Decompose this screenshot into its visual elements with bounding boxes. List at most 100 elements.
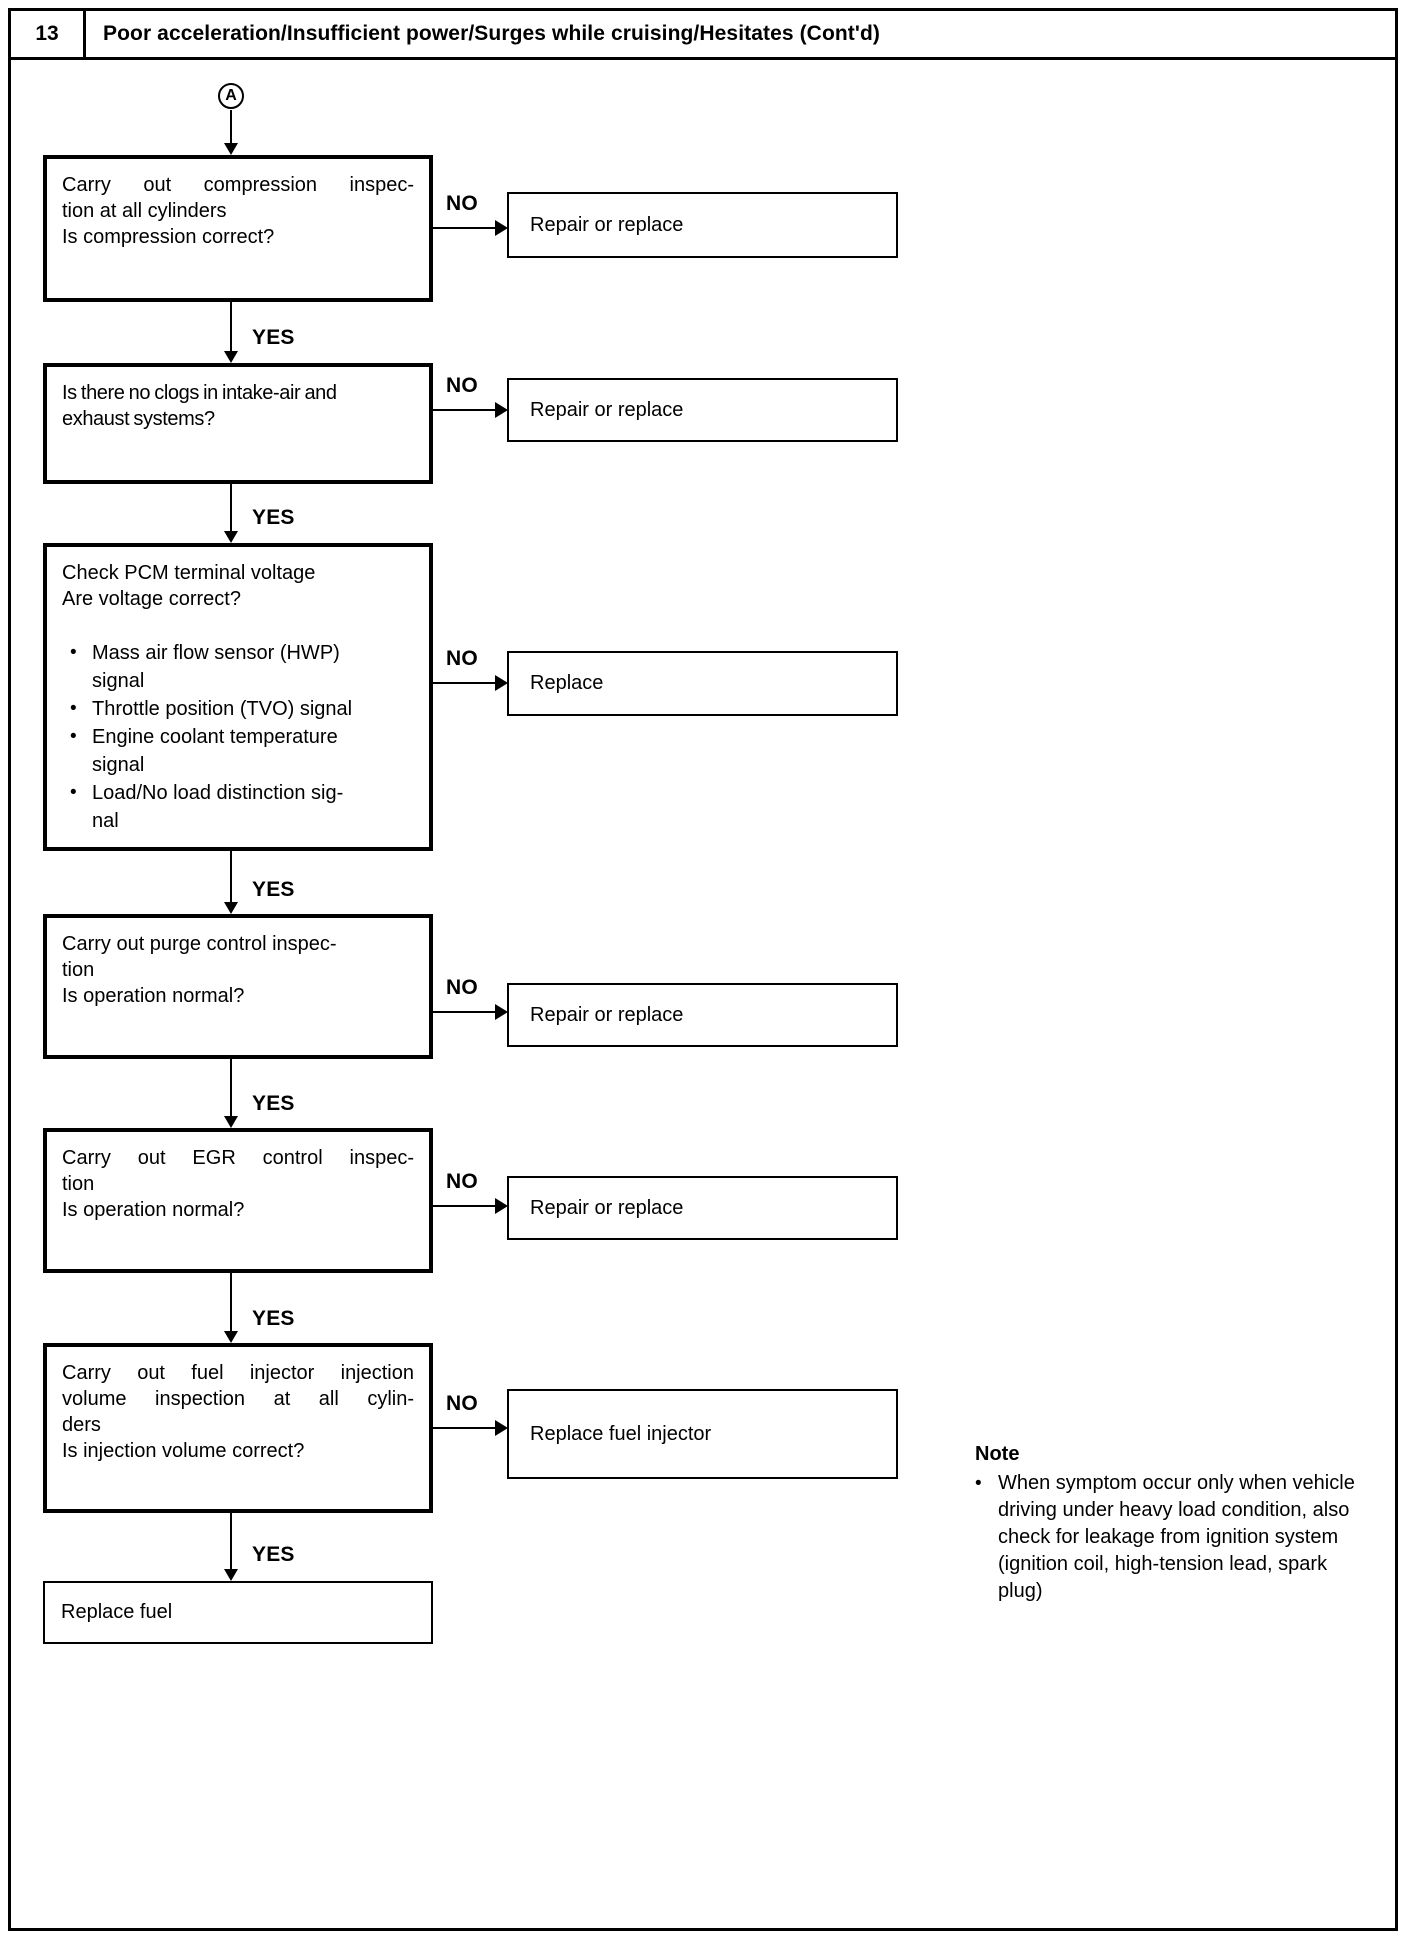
right-arrow-icon	[495, 1004, 508, 1020]
right-arrow-icon	[495, 220, 508, 236]
action-box: Replace	[507, 651, 898, 716]
flow-line	[433, 1011, 496, 1013]
bullet-icon: •	[975, 1473, 982, 1494]
step-box-egr-control: Carry out EGR control inspec- tion Is op…	[43, 1128, 433, 1273]
page-title: Poor acceleration/Insufficient power/Sur…	[103, 22, 881, 45]
flow-line	[433, 409, 496, 411]
list-item: • Mass air flow sensor (HWP) signal	[70, 639, 414, 695]
question-line: Carry out compression inspec-	[62, 174, 414, 196]
question-line: tion at all cylinders	[62, 200, 227, 222]
no-label: NO	[446, 374, 478, 397]
step-box-purge-control: Carry out purge control inspec- tion Is …	[43, 914, 433, 1059]
question-line: Check PCM terminal voltage	[62, 562, 316, 584]
yes-label: YES	[252, 1092, 295, 1115]
page-header: 13 Poor acceleration/Insufficient power/…	[8, 8, 1398, 60]
flow-line	[230, 1512, 232, 1569]
flow-line	[230, 110, 232, 143]
question-line: Is there no clogs in intake-air and	[62, 382, 337, 404]
yes-label: YES	[252, 506, 295, 529]
flow-line	[433, 1427, 496, 1429]
question-line: Is operation normal?	[62, 985, 245, 1007]
action-box: Repair or replace	[507, 378, 898, 442]
down-arrow-icon	[224, 1116, 238, 1128]
action-label: Replace fuel injector	[530, 1422, 712, 1445]
question-line: tion	[62, 959, 95, 981]
step-box-fuel-injector: Carry out fuel injector injection volume…	[43, 1343, 433, 1513]
bullet-line: Mass air flow sensor (HWP)	[92, 642, 340, 664]
action-label: Replace fuel	[61, 1601, 173, 1623]
flow-line	[230, 301, 232, 351]
action-label: Repair or replace	[530, 1196, 684, 1219]
question-line: Carry out purge control inspec-	[62, 933, 337, 955]
yes-label: YES	[252, 878, 295, 901]
bullet-line: nal	[92, 810, 119, 832]
right-arrow-icon	[495, 1198, 508, 1214]
bullet-line: signal	[92, 670, 145, 692]
yes-label: YES	[252, 1543, 295, 1566]
connector-a-badge: A	[218, 83, 244, 109]
down-arrow-icon	[224, 1569, 238, 1581]
yes-label: YES	[252, 326, 295, 349]
note-block: Note • When symptom occur only when vehi…	[975, 1441, 1357, 1605]
right-arrow-icon	[495, 1420, 508, 1436]
down-arrow-icon	[224, 143, 238, 155]
step-box-compression: Carry out compression inspec- tion at al…	[43, 155, 433, 302]
question-line: volume inspection at all cylin-	[62, 1388, 414, 1410]
question-line: tion	[62, 1173, 95, 1195]
action-label: Repair or replace	[530, 398, 684, 421]
section-number: 13	[11, 11, 86, 57]
bullet-line: Engine coolant temperature	[92, 726, 338, 748]
step-box-pcm-voltage: Check PCM terminal voltage Are voltage c…	[43, 543, 433, 851]
question-line: Are voltage correct?	[62, 588, 241, 610]
no-label: NO	[446, 976, 478, 999]
no-label: NO	[446, 1392, 478, 1415]
flow-line	[433, 682, 496, 684]
no-label: NO	[446, 1170, 478, 1193]
list-item: • Throttle position (TVO) signal	[70, 695, 414, 723]
note-item: • When symptom occur only when vehicle d…	[975, 1470, 1357, 1605]
flow-line	[433, 227, 496, 229]
flow-line	[230, 483, 232, 531]
question-line: Carry out EGR control inspec-	[62, 1147, 414, 1169]
action-box: Repair or replace	[507, 192, 898, 258]
action-box: Repair or replace	[507, 983, 898, 1047]
final-action-box: Replace fuel	[43, 1581, 433, 1644]
down-arrow-icon	[224, 351, 238, 363]
bullet-icon: •	[70, 782, 77, 803]
question-line: Is injection volume correct?	[62, 1440, 305, 1462]
yes-label: YES	[252, 1307, 295, 1330]
list-item: • Load/No load distinction sig- nal	[70, 779, 414, 835]
signal-bullet-list: • Mass air flow sensor (HWP) signal • Th…	[62, 639, 414, 835]
question-line: exhaust systems?	[62, 408, 215, 430]
note-title: Note	[975, 1443, 1020, 1465]
action-label: Replace	[530, 672, 604, 694]
action-label: Repair or replace	[530, 213, 684, 236]
step-box-intake-clogs: Is there no clogs in intake-air and exha…	[43, 363, 433, 484]
bullet-line: Throttle position (TVO) signal	[92, 698, 353, 720]
flow-line	[230, 850, 232, 902]
bullet-icon: •	[70, 698, 77, 719]
action-box: Repair or replace	[507, 1176, 898, 1240]
right-arrow-icon	[495, 402, 508, 418]
down-arrow-icon	[224, 902, 238, 914]
bullet-line: Load/No load distinction sig-	[92, 782, 344, 804]
bullet-line: signal	[92, 754, 145, 776]
flow-line	[230, 1058, 232, 1116]
flow-line	[433, 1205, 496, 1207]
action-label: Repair or replace	[530, 1003, 684, 1026]
note-text: When symptom occur only when vehicle dri…	[998, 1472, 1355, 1602]
bullet-icon: •	[70, 726, 77, 747]
bullet-icon: •	[70, 642, 77, 663]
no-label: NO	[446, 647, 478, 670]
question-line: ders	[62, 1414, 101, 1436]
question-line: Carry out fuel injector injection	[62, 1362, 414, 1384]
flow-line	[230, 1272, 232, 1331]
action-box: Replace fuel injector	[507, 1389, 898, 1479]
list-item: • Engine coolant temperature signal	[70, 723, 414, 779]
question-line: Is operation normal?	[62, 1199, 245, 1221]
down-arrow-icon	[224, 1331, 238, 1343]
down-arrow-icon	[224, 531, 238, 543]
right-arrow-icon	[495, 675, 508, 691]
no-label: NO	[446, 192, 478, 215]
